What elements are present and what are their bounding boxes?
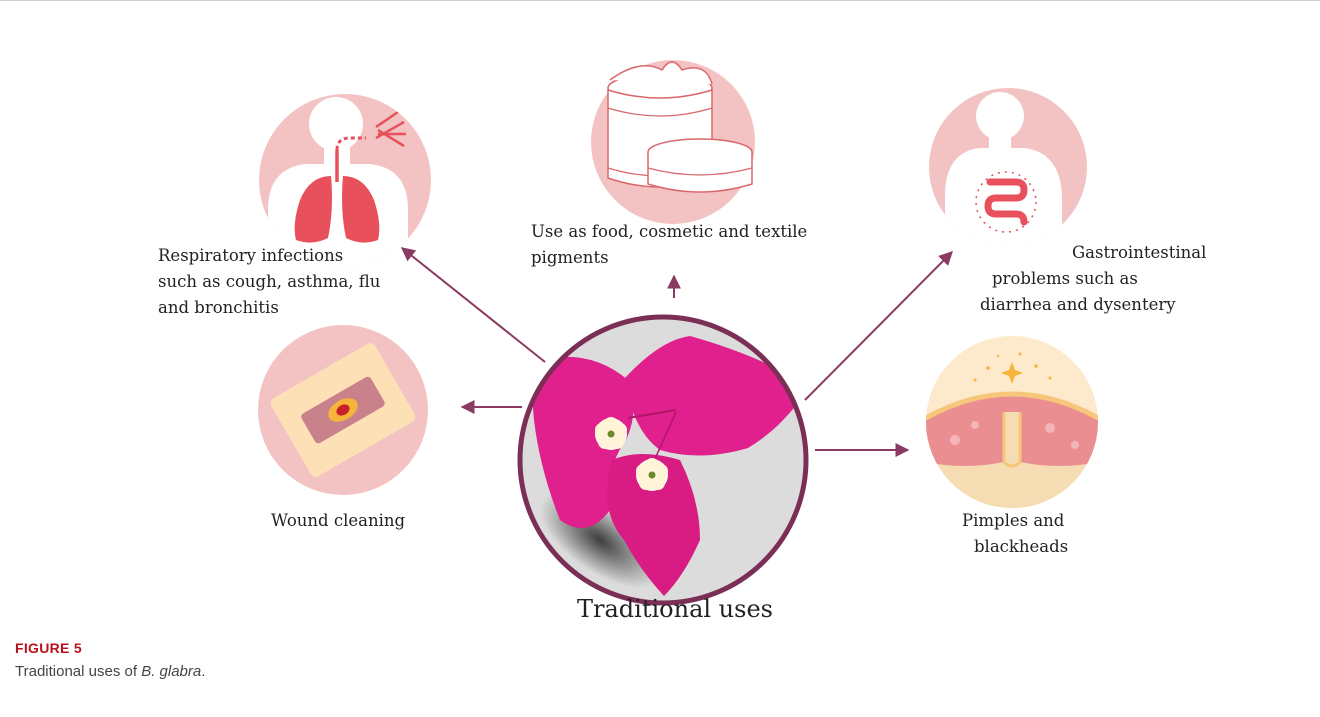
pimples-label-line-2: blackheads (962, 534, 1068, 560)
arrow-respiratory (402, 248, 545, 362)
respiratory-label: Respiratory infections such as cough, as… (158, 243, 380, 321)
arrow-gastro (805, 252, 952, 400)
body-intestine-icon (929, 88, 1087, 260)
caption-species: B. glabra (141, 663, 201, 680)
pigments-label: Use as food, cosmetic and textile pigmen… (531, 219, 807, 271)
gastro-label-line-1: Gastrointestinal (992, 240, 1206, 266)
skin-pore-pimple-icon (920, 336, 1110, 520)
pigments-label-line-1: Use as food, cosmetic and textile (531, 219, 807, 245)
gastro-label-line-2: problems such as (992, 266, 1206, 292)
pimples-label: Pimples and blackheads (962, 508, 1068, 560)
cream-jar-icon (591, 60, 755, 224)
gastro-label: Gastrointestinal problems such as diarrh… (992, 240, 1206, 318)
center-title: Traditional uses (545, 595, 805, 623)
figure-number: FIGURE 5 (15, 640, 205, 656)
wound-label-line-1: Wound cleaning (271, 508, 405, 534)
caption-suffix: . (201, 663, 205, 680)
respiratory-label-line-2: such as cough, asthma, flu (158, 269, 380, 295)
traditional-uses-diagram (0, 0, 1320, 642)
pimples-label-line-1: Pimples and (962, 508, 1068, 534)
figure-caption: FIGURE 5 Traditional uses of B. glabra. (15, 640, 205, 680)
wound-label: Wound cleaning (271, 508, 405, 534)
bougainvillea-flower-photo (520, 317, 810, 608)
gastro-label-line-3: diarrhea and dysentery (980, 292, 1206, 318)
caption-prefix: Traditional uses of (15, 663, 141, 680)
respiratory-label-line-3: and bronchitis (158, 295, 380, 321)
respiratory-label-line-1: Respiratory infections (158, 243, 380, 269)
bandage-wound-icon (258, 325, 428, 495)
pigments-label-line-2: pigments (531, 245, 807, 271)
figure-caption-text: Traditional uses of B. glabra. (15, 663, 205, 680)
